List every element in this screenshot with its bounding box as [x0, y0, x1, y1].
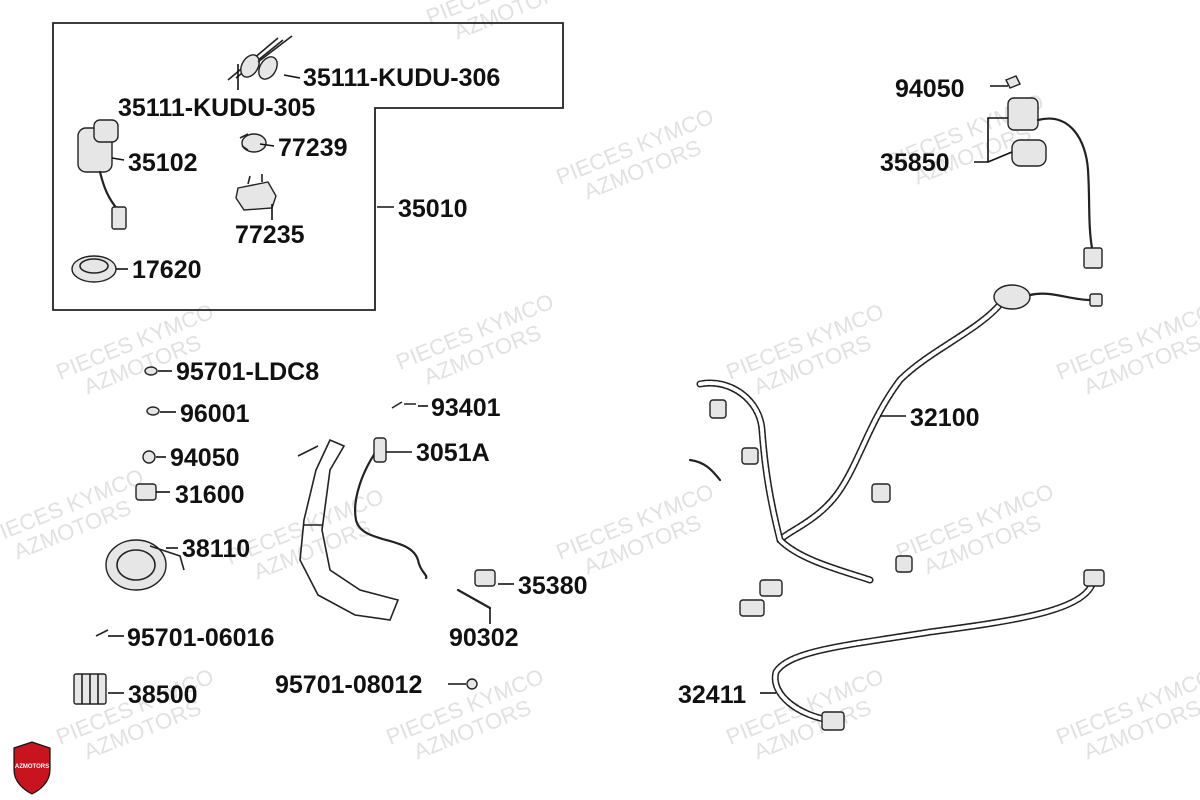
ignition-switch-drawing	[77, 119, 127, 230]
starter-relay-drawing	[1005, 75, 1103, 269]
part-number-32100: 32100	[910, 404, 980, 432]
watermark: PIECES KYMCO AZMOTORS	[553, 104, 718, 205]
fuse-box-drawing	[73, 673, 107, 705]
part-number-95701-08012: 95701-08012	[275, 671, 422, 699]
part-number-labels: 35111-KUDU-306 35111-KUDU-305 35102 7723…	[118, 64, 980, 709]
part-number-35111-KUDU-305: 35111-KUDU-305	[118, 94, 315, 122]
battery-cable-drawing	[354, 437, 428, 580]
main-wire-harness-drawing	[688, 284, 1103, 617]
watermark: PIECES KYMCO AZMOTORS	[553, 479, 718, 580]
ignition-kit-frame	[52, 22, 564, 311]
part-number-77235: 77235	[235, 221, 305, 249]
part-number-38500: 38500	[128, 681, 198, 709]
watermark: PIECES KYMCO AZMOTORS	[1053, 664, 1200, 765]
fasteners-drawing	[95, 366, 478, 690]
part-number-93401: 93401	[431, 394, 501, 422]
watermark: PIECES KYMCO AZMOTORS	[1053, 299, 1200, 400]
watermark: PIECES KYMCO AZMOTORS	[723, 299, 888, 400]
cover-ring-drawing	[71, 255, 117, 283]
part-number-94050-relay: 94050	[895, 75, 965, 103]
watermark: PIECES KYMCO AZMOTORS	[423, 0, 588, 44]
part-number-35111-KUDU-306: 35111-KUDU-306	[303, 64, 500, 92]
sensor-drawing	[456, 569, 496, 610]
part-number-17620: 17620	[132, 256, 202, 284]
part-number-35010: 35010	[398, 195, 468, 223]
part-number-35850: 35850	[880, 149, 950, 177]
battery-cable-long-drawing	[771, 569, 1105, 731]
logo-text: AZMOTORS	[15, 764, 49, 770]
part-number-3051A: 3051A	[416, 439, 490, 467]
part-number-96001: 96001	[180, 400, 250, 428]
part-number-77239: 77239	[278, 134, 348, 162]
part-number-35380: 35380	[518, 572, 588, 600]
watermark: PIECES KYMCO AZMOTORS	[53, 299, 218, 400]
part-number-94050: 94050	[170, 444, 240, 472]
part-number-90302: 90302	[449, 624, 519, 652]
bracket-drawing	[235, 174, 277, 211]
watermark: PIECES KYMCO AZMOTORS	[893, 479, 1058, 580]
leader-lines	[108, 64, 1013, 694]
part-number-38110: 38110	[182, 535, 250, 563]
part-number-95701-LDC8: 95701-LDC8	[176, 358, 319, 386]
azmotors-logo: AZMOTORS	[13, 741, 51, 795]
part-number-35102: 35102	[128, 149, 198, 177]
part-number-95701-06016: 95701-06016	[127, 624, 274, 652]
horn-drawing	[105, 539, 185, 591]
watermark: PIECES KYMCO AZMOTORS	[393, 289, 558, 390]
key-set-drawing	[227, 35, 293, 81]
part-number-32411: 32411	[678, 681, 746, 709]
frame-bracket-drawing	[297, 438, 400, 621]
lock-cylinder-drawing	[239, 133, 267, 153]
part-number-31600: 31600	[175, 481, 245, 509]
